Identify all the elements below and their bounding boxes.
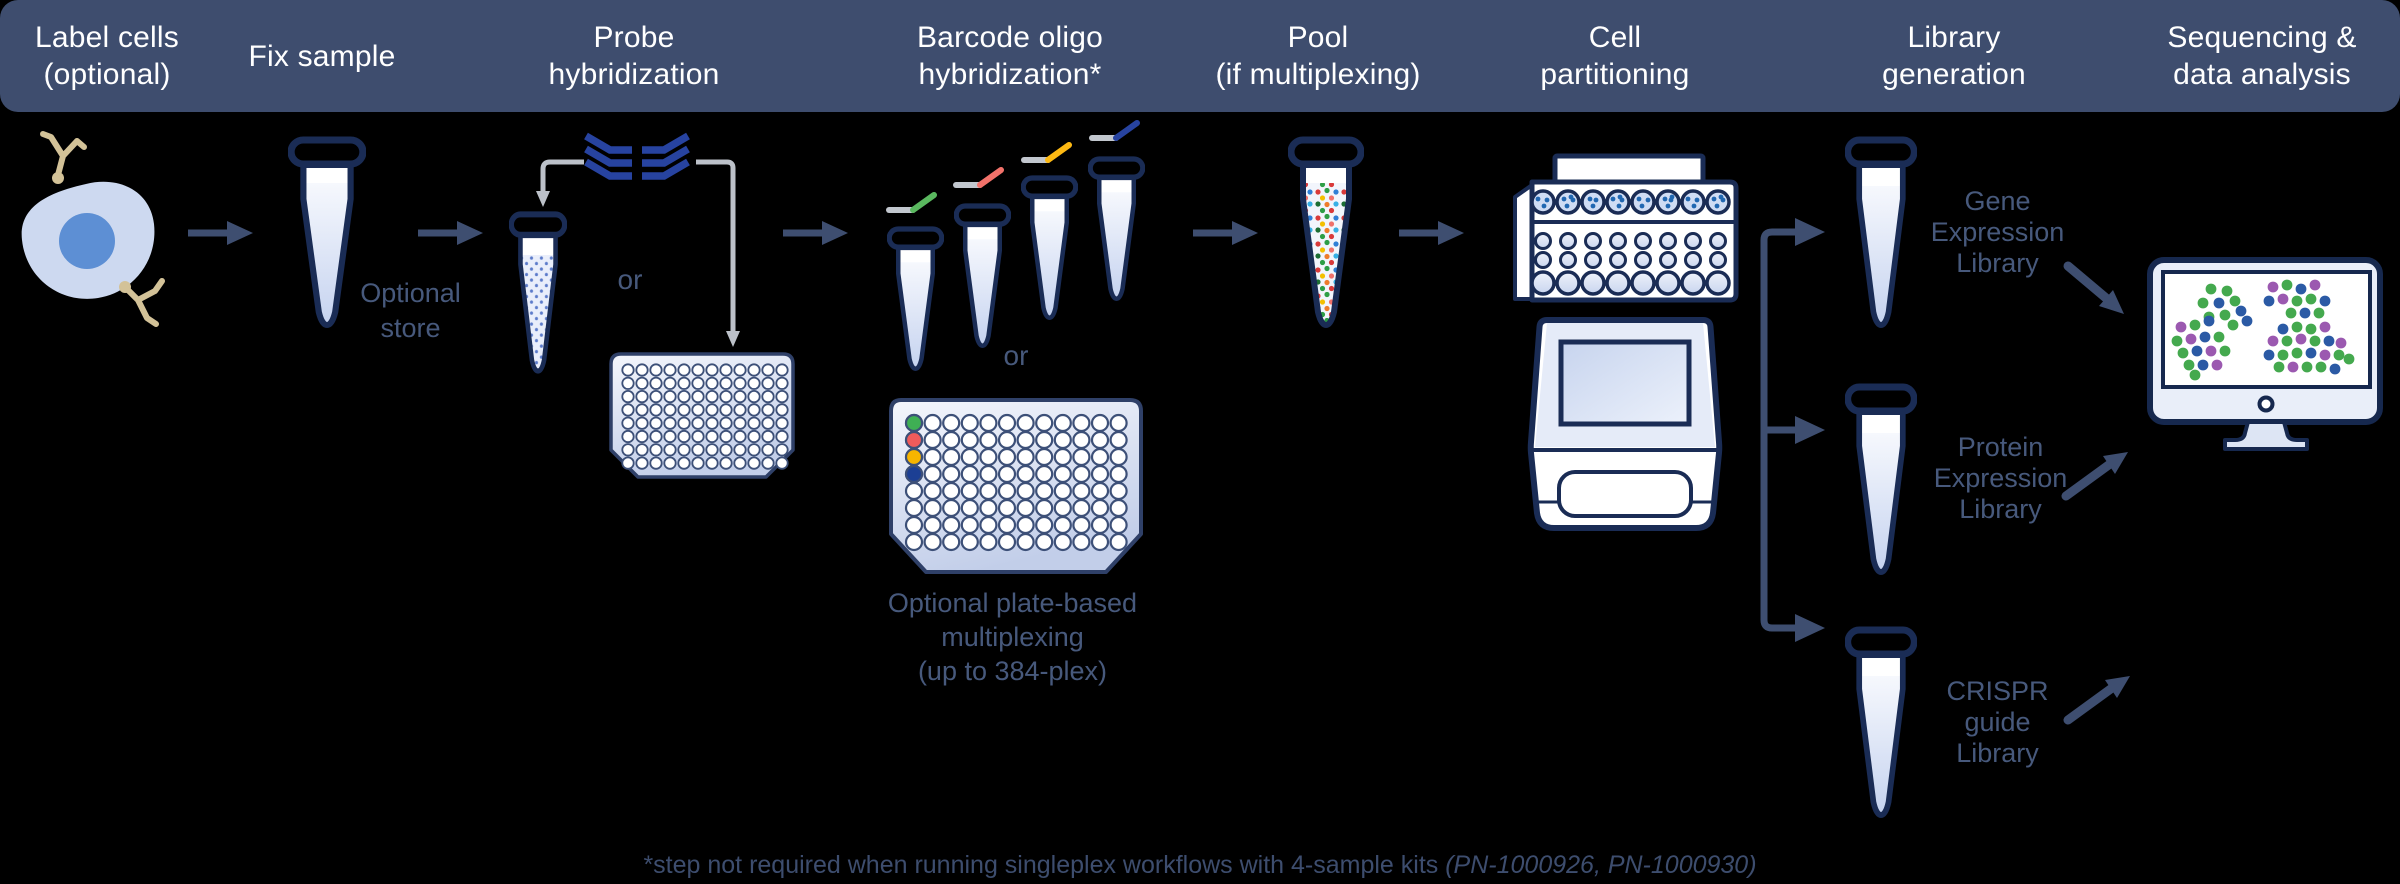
- step-arrow-icon: [188, 221, 253, 245]
- step-arrow-icon: [783, 221, 848, 245]
- step-library-generation: Library generation: [1882, 21, 2026, 91]
- to-sequencing-arrow-icon: [2063, 676, 2130, 725]
- step-fix-sample: Fix sample: [248, 39, 396, 73]
- fix-sample-tube-icon: [288, 136, 366, 328]
- step-arrow-icon: [1193, 221, 1258, 245]
- probe-hyb-tube-icon: [509, 211, 567, 374]
- monitor-power-button: [2257, 395, 2275, 413]
- barcode-oligo-icon-yellow: [1021, 142, 1072, 163]
- step-sequencing: Sequencing & data analysis: [2167, 21, 2357, 91]
- probe-plate-icon: [609, 352, 795, 479]
- chip-sample-wells: [1530, 189, 1731, 215]
- footnote-text: *step not required when running singlepl…: [643, 851, 1446, 879]
- colored-sample-wells: [904, 413, 924, 484]
- instrument-screen: [1558, 339, 1692, 427]
- barcode-tube-icon: [887, 226, 944, 371]
- step-arrow-icon: [418, 221, 483, 245]
- plate-multiplex-note: Optional plate-based multiplexing (up to…: [887, 588, 1138, 686]
- labeled-cell-icon: [21, 131, 165, 327]
- optional-store-note: Optional store: [360, 278, 461, 343]
- or-label: or: [1003, 340, 1029, 371]
- antibody-icon: [123, 278, 165, 327]
- crispr-guide-library-label: CRISPR guide Library: [1946, 676, 2049, 768]
- cell-nucleus: [59, 213, 115, 269]
- library-branch-connector: [1760, 218, 1825, 642]
- barcode-tube-icon: [954, 203, 1011, 348]
- barcode-tube-icon: [1021, 175, 1078, 320]
- step-cell-partitioning: Cell partitioning: [1540, 21, 1690, 91]
- to-sequencing-arrow-icon: [2061, 452, 2128, 501]
- probe-to-plate-connector-icon: [696, 159, 740, 347]
- probe-set-icon: [584, 132, 690, 180]
- multiplex-plate-icon: [889, 398, 1143, 574]
- monitor-stand: [2223, 420, 2309, 451]
- protein-expression-library-label: Protein Expression Library: [1933, 432, 2068, 524]
- to-sequencing-arrow-icon: [2063, 261, 2124, 314]
- probe-to-tube-connector-icon: [536, 159, 584, 207]
- barcode-oligo-icon-blue: [1089, 120, 1140, 141]
- barcode-oligo-icon-green: [886, 192, 937, 213]
- step-arrow-icon: [1399, 221, 1464, 245]
- barcode-oligo-icon-red: [953, 167, 1004, 188]
- protein-expression-tube-icon: [1845, 383, 1917, 575]
- barcode-tube-icon: [1088, 156, 1145, 301]
- crispr-guide-tube-icon: [1845, 626, 1917, 818]
- footnote: *step not required when running singlepl…: [0, 851, 2400, 880]
- gene-expression-tube-icon: [1845, 136, 1917, 328]
- chromium-instrument-icon: [1527, 317, 1723, 531]
- pooled-sample-tube-icon: [1288, 136, 1364, 328]
- step-label-cells: Label cells (optional): [35, 21, 179, 91]
- step-pool: Pool (if multiplexing): [1215, 21, 1421, 91]
- chip-holder-icon: [1513, 153, 1739, 303]
- cell-cluster-dots: [2171, 279, 2355, 381]
- instrument-tray: [1557, 470, 1693, 518]
- step-probe-hybridization: Probe hybridization: [548, 21, 720, 91]
- step-barcode-oligo: Barcode oligo hybridization*: [916, 21, 1104, 91]
- analysis-monitor-icon: [2147, 257, 2383, 451]
- or-label: or: [617, 264, 643, 295]
- footnote-part-numbers: (PN-1000926, PN-1000930): [1445, 851, 1757, 879]
- gene-expression-library-label: Gene Expression Library: [1930, 186, 2065, 278]
- antibody-icon: [40, 131, 87, 178]
- workflow-header-bar: [0, 0, 2400, 112]
